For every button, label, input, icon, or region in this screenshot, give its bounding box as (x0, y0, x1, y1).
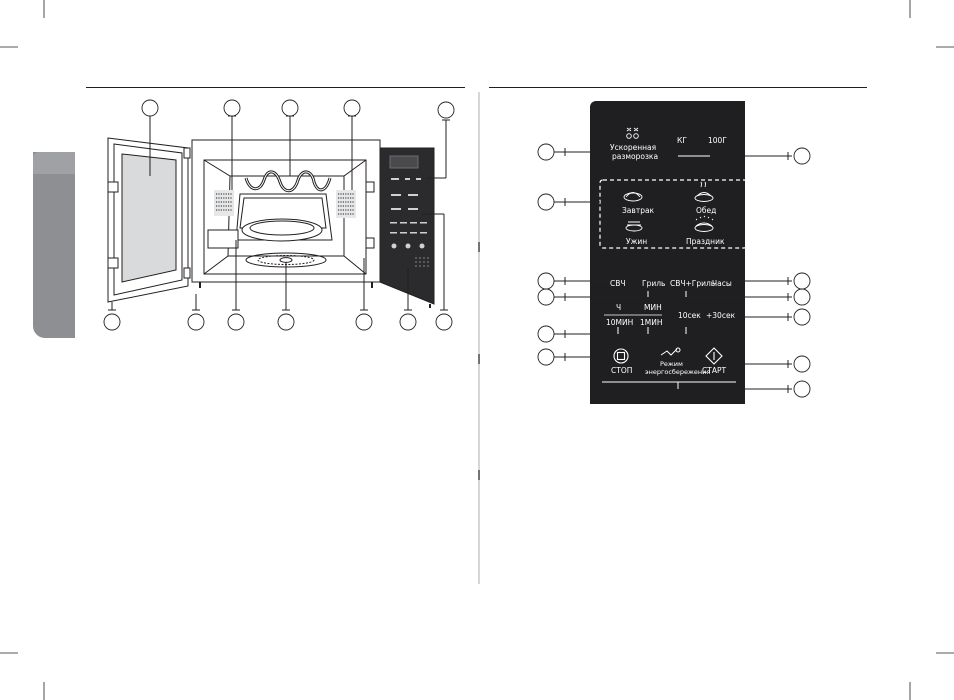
time-min-label: МИН (644, 303, 662, 312)
eco-label-1: Режим (660, 360, 683, 368)
auto-cook-party: Праздник (686, 237, 725, 246)
callout-circle (794, 309, 810, 325)
time-10sec-label: 10сек (678, 311, 701, 320)
callout-circle (228, 314, 244, 330)
callout-circle (438, 102, 454, 118)
door-glass (122, 154, 176, 282)
auto-cook-dinner: Ужин (626, 237, 647, 246)
column-divider (476, 92, 482, 584)
stop-icon (614, 349, 628, 363)
stop-label: СТОП (611, 366, 632, 375)
time-10min-label: 10МИН (606, 318, 633, 327)
callout-circle (794, 381, 810, 397)
coupler (280, 258, 292, 263)
lunch-icon (695, 182, 713, 202)
auto-cook-lunch: Обед (696, 206, 716, 215)
start-label: СТАРТ (702, 366, 726, 375)
callout-circle (538, 349, 554, 365)
control-panel-overlay: Ускоренная разморозка КГ 100Г Завтрак Об… (530, 98, 830, 408)
callout-circle (224, 100, 240, 116)
callout-circle (794, 273, 810, 289)
callout-circle (538, 326, 554, 342)
weight-100g-label: 100Г (708, 136, 727, 145)
eco-label-2: энергосбережения (645, 368, 710, 376)
callout-circle (794, 356, 810, 372)
time-30sec-label: +30сек (706, 311, 736, 320)
start-icon (706, 348, 722, 364)
side-tab-accent (33, 152, 75, 174)
mode-combo-label: СВЧ+Гриль (670, 279, 715, 288)
turntable-plate (242, 219, 322, 241)
auto-cook-breakfast: Завтрак (622, 206, 655, 215)
callout-circle (436, 314, 452, 330)
callout-circle (794, 148, 810, 164)
mode-clock-label: Часы (712, 279, 732, 288)
mode-mw-label: СВЧ (610, 279, 626, 288)
callout-circle (538, 289, 554, 305)
microwave-illustration (100, 98, 460, 338)
side-tab (33, 152, 75, 338)
dinner-icon (626, 222, 642, 231)
defrost-icon (627, 128, 639, 138)
header-rule-left (86, 87, 465, 88)
breakfast-icon (624, 193, 642, 202)
door-latch-bottom (108, 258, 118, 268)
callout-circle (344, 100, 360, 116)
callout-circle (278, 314, 294, 330)
callout-circle (794, 289, 810, 305)
time-hour-label: Ч (616, 303, 621, 312)
time-1min-label: 1МИН (640, 318, 663, 327)
callout-circle (538, 144, 554, 160)
defrost-label-2: разморозка (612, 152, 658, 161)
header-rule-right (489, 87, 867, 88)
callout-circle (104, 314, 120, 330)
callout-circle (356, 314, 372, 330)
callout-circle (188, 314, 204, 330)
callout-circle (282, 100, 298, 116)
door-latch-top (108, 182, 118, 192)
party-icon (695, 216, 713, 232)
callout-circle (538, 273, 554, 289)
control-panel-mini (380, 148, 434, 304)
callout-circle (538, 194, 554, 210)
defrost-label-1: Ускоренная (610, 143, 656, 152)
mode-grill-label: Гриль (642, 279, 665, 288)
weight-kg-label: КГ (677, 136, 687, 145)
display-mini (390, 156, 418, 168)
callout-circle (400, 314, 416, 330)
callout-circle (142, 100, 158, 116)
eco-icon (661, 348, 680, 355)
